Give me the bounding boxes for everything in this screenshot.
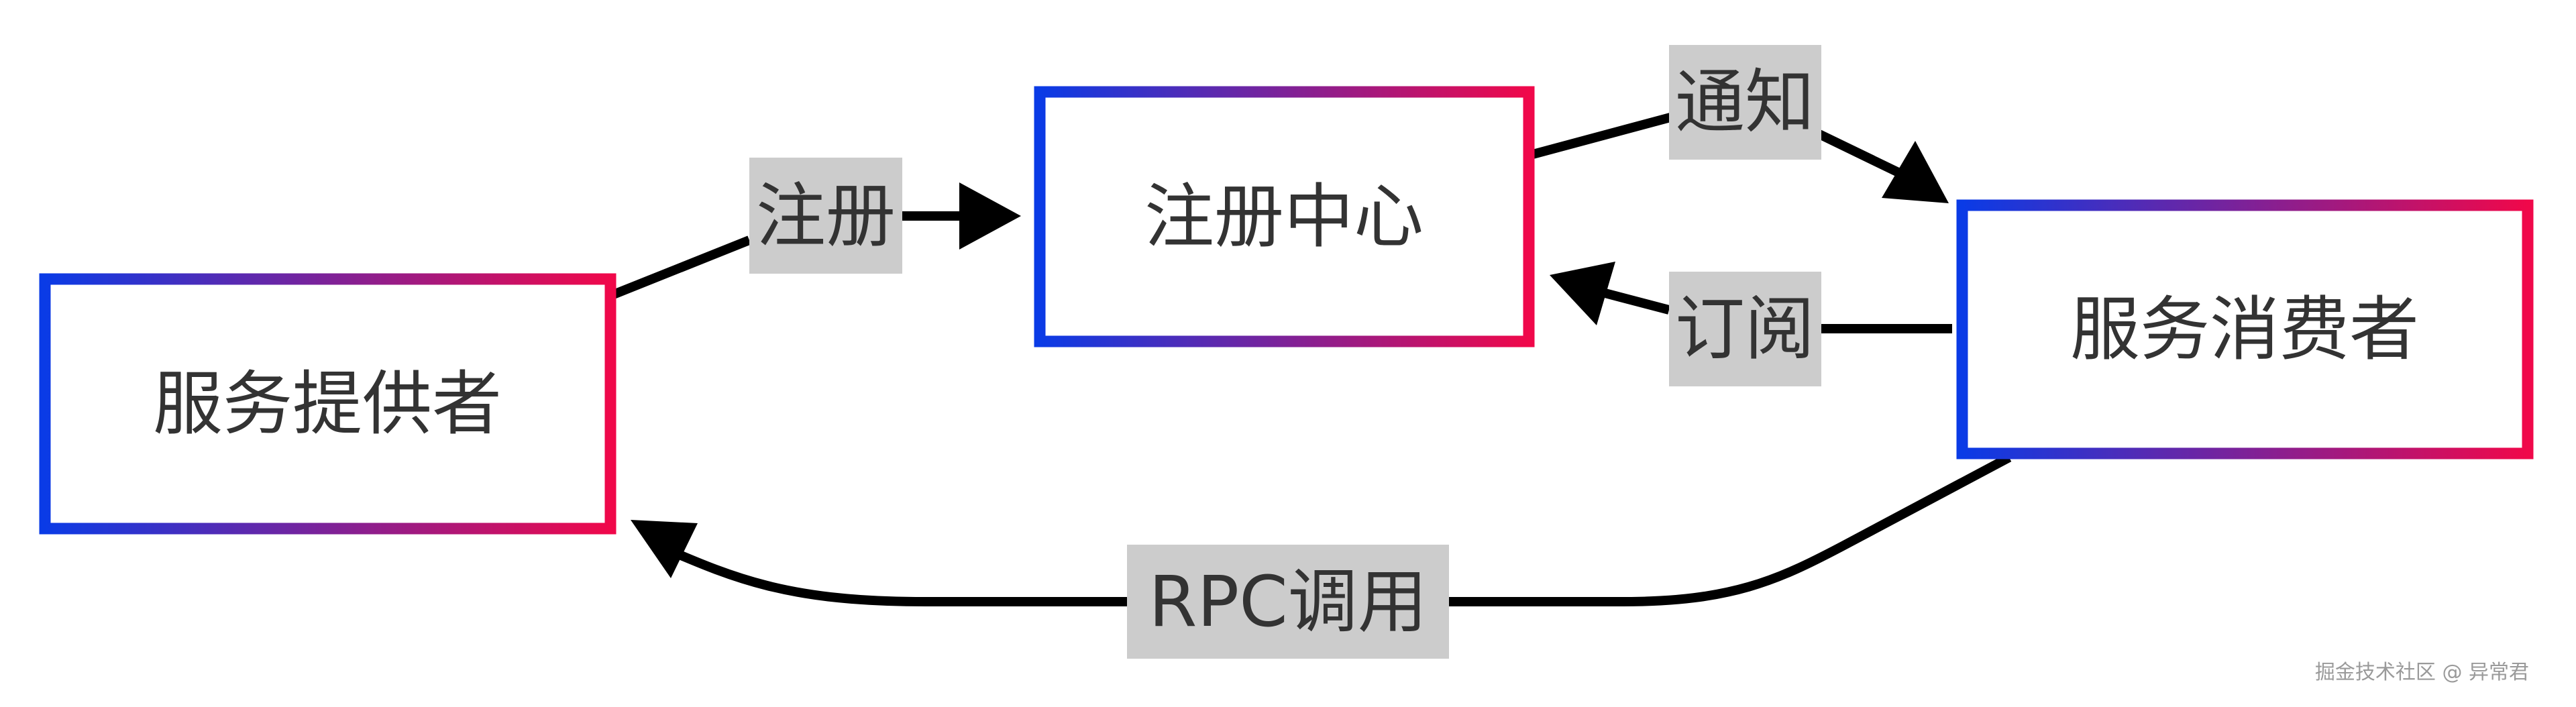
node-provider-label: 服务提供者 [153,363,502,445]
arrowhead-notify [1882,141,1949,203]
edge-label-register-text: 注册 [756,175,896,257]
node-registry-label: 注册中心 [1144,176,1424,258]
edge-subscribe-line-b [1599,287,1670,315]
node-consumer: 服务消费者 [1956,199,2534,459]
edge-rpc-path-b [659,542,1127,606]
arrowhead-register [959,182,1021,250]
edges [610,113,2012,606]
edge-label-notify: 通知 [1669,45,1821,160]
node-registry-box [1034,86,1535,347]
edge-label-notify-text: 通知 [1675,61,1815,143]
edge-label-register: 注册 [749,158,902,274]
edge-label-register-bg [749,158,902,274]
edge-label-rpc-text: RPC调用 [1148,561,1428,643]
node-registry: 注册中心 [1034,86,1535,347]
edge-notify-line-b [1817,129,1908,180]
edge-rpc-path-a [1449,453,2012,606]
watermark: 掘金技术社区 @ 异常君 [2315,661,2529,684]
edge-label-rpc: RPC调用 [1127,545,1449,659]
edge-label-subscribe: 订阅 [1669,272,1821,386]
node-provider: 服务提供者 [39,273,616,535]
edge-notify-line-a [1532,113,1672,159]
arrowhead-subscribe [1550,262,1615,325]
edge-label-notify-bg [1669,45,1821,160]
arrowheads [631,141,1949,578]
node-provider-box [39,273,616,535]
edge-label-subscribe-bg [1669,272,1821,386]
edge-label-subscribe-text: 订阅 [1675,288,1815,370]
edge-register-line-a [610,235,751,300]
node-consumer-box [1956,199,2534,459]
node-consumer-label: 服务消费者 [2070,288,2419,370]
edge-label-rpc-bg [1127,545,1449,659]
arrowhead-rpc [631,520,698,578]
